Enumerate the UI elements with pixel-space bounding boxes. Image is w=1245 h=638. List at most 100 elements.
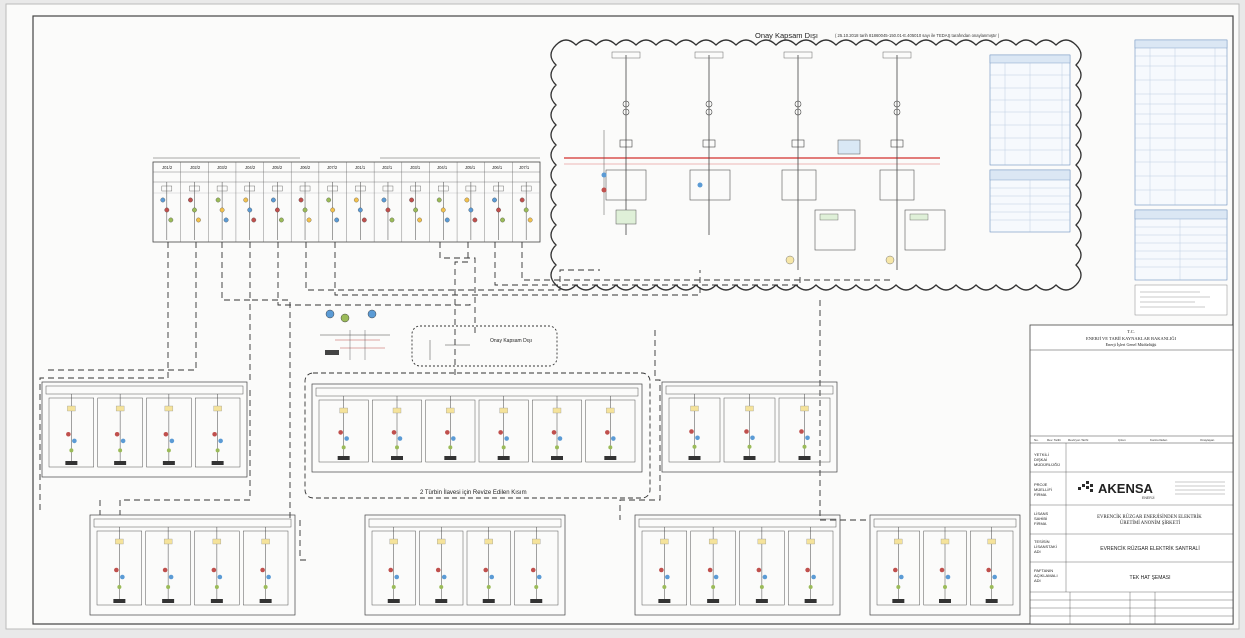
switchgear-bay [152, 162, 174, 242]
dashed-feeder-cables [39, 242, 891, 561]
turbine-unit [194, 527, 240, 606]
title-block-tc: T.C. [1127, 329, 1135, 334]
bay-label: J05/2 [272, 165, 283, 170]
bay-label: J04/2 [245, 165, 256, 170]
auxiliary-transformer-cluster [320, 309, 390, 360]
sheet-title: TEK HAT ŞEMASI [1130, 575, 1171, 581]
tb-header: Kontrol Eden [1150, 438, 1168, 442]
title-block-ministry: ENERJİ VE TABİİ KAYNAKLAR BAKANLIĞI [1086, 336, 1177, 341]
bay-label: J07/1 [519, 165, 530, 170]
switchgear-bay [291, 162, 312, 242]
bay-label: J01/2 [162, 165, 173, 170]
switchgear-bay [429, 162, 450, 242]
turbine-unit [788, 527, 834, 606]
turbine-unit [585, 396, 636, 463]
turbine-unit [641, 527, 687, 606]
switchgear-bay [180, 162, 201, 242]
switchgear-bay [346, 162, 367, 242]
turbine-unit [425, 396, 476, 463]
turbine-group [364, 514, 566, 616]
upper-region-approval-note: ( 25.10.2018 tarih 81860045-150.01-E.405… [835, 33, 1000, 38]
tb-header: Rev. Tarihi [1047, 438, 1061, 442]
title-block: T.C. ENERJİ VE TABİİ KAYNAKLAR BAKANLIĞI… [1029, 324, 1234, 625]
equipment-table-1 [989, 54, 1071, 166]
turbine-revision-label: 2 Türbin İlavesi için Revize Edilen Kısı… [420, 489, 527, 496]
facility-name: EVRENCİK RÜZGAR ELEKTRİK SANTRALİ [1100, 545, 1199, 552]
tb-header: Onaylayan [1200, 438, 1215, 442]
turbine-unit [48, 394, 94, 468]
tb-header: Revizyon Tarihi [1068, 438, 1089, 442]
switchgear-bay [208, 162, 229, 242]
turbine-unit [532, 396, 582, 463]
switchgear-bay [401, 162, 422, 242]
logo-sub: ENERJİ [1142, 495, 1154, 500]
right-legend-tables [1134, 39, 1228, 316]
turbine-unit [739, 527, 785, 606]
akensa-logo: AKENSA ENERJİ [1078, 481, 1225, 500]
upper-out-of-scope-region: Onay Kapsam Dışı ( 25.10.2018 tarih 8186… [550, 31, 1082, 291]
turbine-unit [243, 527, 289, 606]
turbine-unit [372, 396, 422, 463]
licensee-line-2: ÜRETİMİ ANONİM ŞİRKETİ [1120, 520, 1181, 526]
turbine-unit [145, 527, 191, 606]
bay-label: J02/2 [190, 165, 201, 170]
turbine-unit [195, 394, 241, 468]
bay-label: J06/1 [492, 165, 503, 170]
turbine-unit [371, 527, 416, 606]
turbine-unit [923, 527, 967, 606]
tb-header: Çizen [1118, 438, 1126, 442]
upper-region-title: Onay Kapsam Dışı [755, 31, 818, 40]
switchgear-bay [456, 162, 478, 242]
switchgear-bay [235, 162, 257, 242]
drawing-border [32, 15, 1234, 625]
switchgear-bay [484, 162, 505, 242]
switchgear-bay [373, 162, 395, 242]
feeder-3 [781, 51, 861, 270]
middle-out-of-scope-region: Onay Kapsam Dışı [411, 325, 558, 367]
bay-label: J05/1 [465, 165, 476, 170]
middle-region-title: Onay Kapsam Dışı [490, 338, 532, 344]
turbine-unit [970, 527, 1014, 606]
main-switchgear: J01/2 J02/2 J03/2 J04/2 J05/2 J06/2 J07/… [152, 157, 541, 243]
logo-wordmark: AKENSA [1098, 481, 1154, 496]
bay-label: J04/1 [437, 165, 448, 170]
turbine-unit [876, 527, 920, 606]
turbine-unit [478, 396, 529, 463]
licensee-line-1: EVRENCİK RÜZGAR ENERJİSİNDEN ELEKTRİK [1097, 514, 1202, 520]
turbine-unit [723, 394, 776, 463]
turbine-unit [146, 394, 192, 468]
revision-cloud-upper [550, 39, 1082, 291]
turbine-unit [668, 394, 721, 463]
turbine-group [41, 381, 248, 478]
feeder-4 [879, 51, 946, 270]
turbine-unit [690, 527, 736, 606]
equipment-table-2 [989, 169, 1071, 233]
turbine-unit [318, 396, 369, 463]
turbine-group [869, 514, 1021, 616]
turbine-group [89, 514, 296, 616]
bay-label: J07/2 [327, 165, 338, 170]
feeder-1 [601, 51, 647, 235]
licensee-name: EVRENCİK RÜZGAR ENERJİSİNDEN ELEKTRİK ÜR… [1097, 514, 1203, 526]
switchgear-bay [512, 162, 533, 242]
turbine-group [661, 381, 838, 473]
feeder-2 [689, 51, 731, 235]
bay-label: J06/2 [300, 165, 311, 170]
title-block-directorate: Enerji İşleri Genel Müdürlüğü [1106, 342, 1158, 347]
turbine-unit [97, 394, 143, 468]
bay-label: J01/1 [355, 165, 366, 170]
turbine-unit [419, 527, 464, 606]
switchgear-bay [263, 162, 284, 242]
tb-header: No. [1034, 438, 1039, 442]
bay-label: J02/1 [382, 165, 393, 170]
bay-label: J03/1 [410, 165, 421, 170]
turbine-unit [778, 394, 831, 463]
turbine-unit [514, 527, 559, 606]
turbine-group [311, 383, 643, 473]
